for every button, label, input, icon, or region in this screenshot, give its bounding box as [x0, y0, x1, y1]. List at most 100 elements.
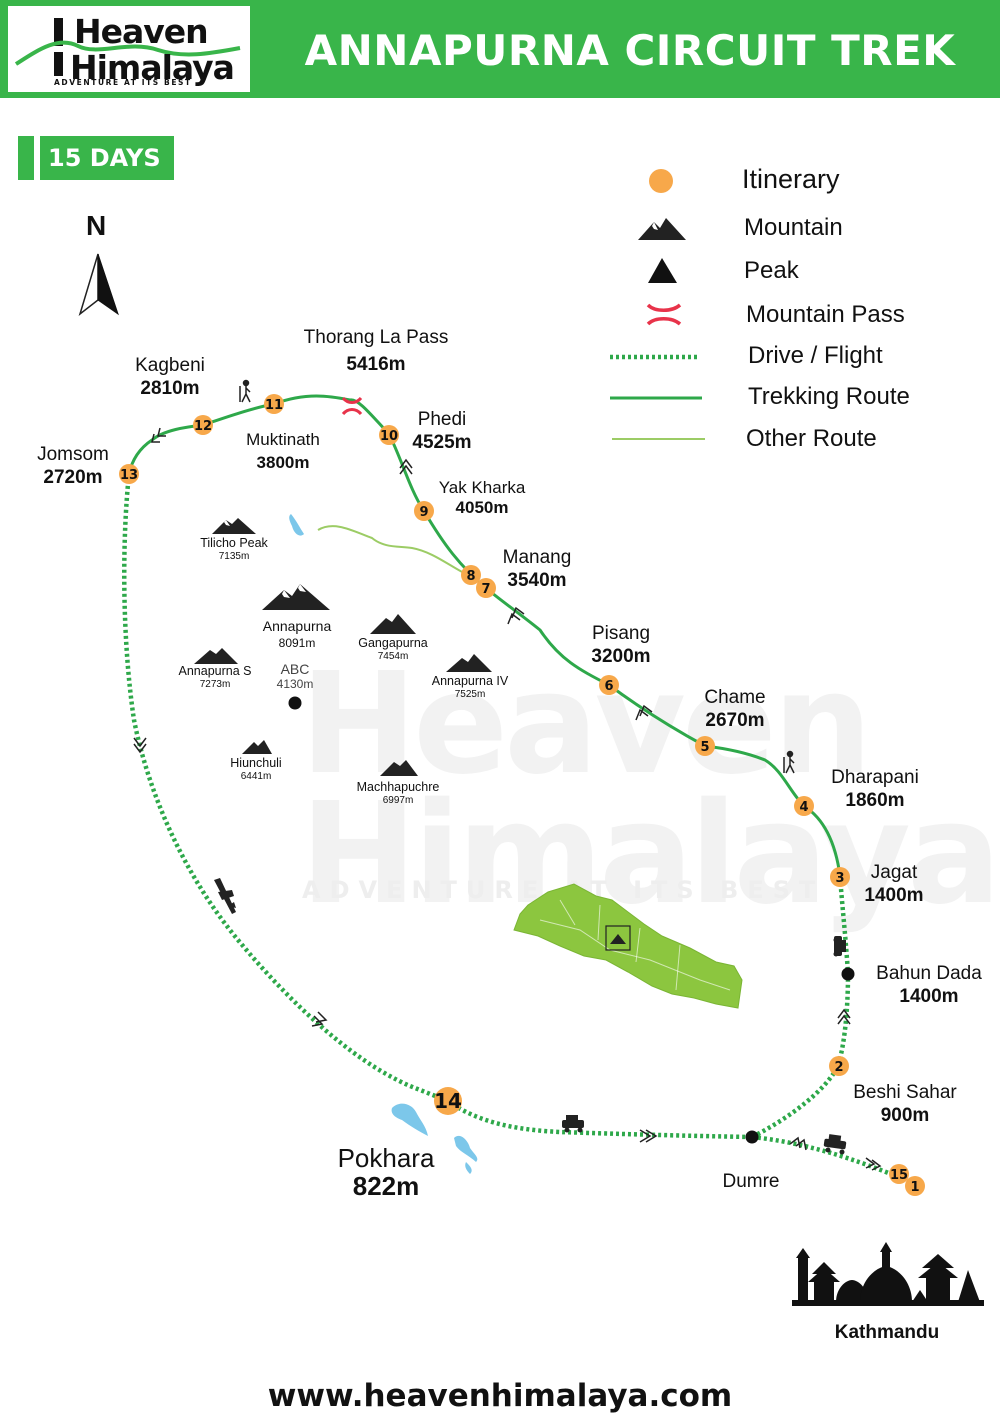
itinerary-dot-icon — [794, 796, 814, 816]
compass-north-label: N — [86, 210, 107, 241]
itinerary-stop-6: 6 — [599, 675, 619, 695]
tilicho-lake-icon — [289, 514, 304, 536]
legend-label-mountain-pass: Mountain Pass — [746, 301, 905, 328]
itinerary-stop-label: 13 — [120, 468, 138, 483]
itinerary-dot-icon — [461, 565, 481, 585]
itinerary-stop-3: 3 — [830, 867, 850, 887]
itinerary-stop-2: 2 — [829, 1056, 849, 1076]
itinerary-stop-label: 3 — [835, 871, 844, 886]
itinerary-stop-1: 1 — [905, 1176, 925, 1196]
legend-label-other-route: Other Route — [746, 425, 877, 452]
itinerary-stop-label: 11 — [265, 398, 283, 413]
bahundada-dot — [841, 967, 855, 981]
mountain-icons — [194, 518, 492, 776]
itinerary-dot-icon — [830, 867, 850, 887]
jeep-icon-dumre-kathmandu — [823, 1134, 847, 1155]
place-dumre: Dumre — [722, 1171, 780, 1192]
itinerary-stop-label: 6 — [604, 679, 613, 694]
logo-line1: Heaven — [74, 12, 209, 51]
begnas-lake-icon — [454, 1135, 478, 1162]
days-badge-tab — [18, 136, 34, 180]
itinerary-stop-15: 15 — [889, 1164, 909, 1184]
itinerary-stop-9: 9 — [414, 501, 434, 521]
itinerary-dot-icon — [829, 1056, 849, 1076]
logo-tagline: ADVENTURE AT ITS BEST — [54, 78, 192, 87]
mountain-icon-tilicho — [212, 518, 256, 534]
airplane-icon — [214, 878, 236, 914]
trekker-icon-dharapani — [783, 750, 795, 774]
mountain-icon-gangapurna — [370, 614, 416, 634]
nepal-map-icon — [513, 883, 743, 1009]
itinerary-stop-11: 11 — [264, 394, 284, 414]
abc-dot — [288, 696, 302, 710]
itinerary-stop-label: 9 — [419, 505, 428, 520]
itinerary-dot-icon — [695, 736, 715, 756]
other-route-line — [317, 525, 471, 577]
legend-mountain-pass-icon — [646, 303, 682, 326]
itinerary-stop-10: 10 — [379, 425, 399, 445]
itinerary-stop-label: 15 — [890, 1168, 908, 1183]
phewa-lake-icon — [391, 1103, 428, 1136]
days-badge: 15 DAYS — [40, 136, 174, 180]
mountain-icon-annapurna — [262, 584, 330, 610]
page-title: ANNAPURNA CIRCUIT TREK — [304, 26, 956, 75]
drive-route-dumre-beshisahar — [750, 875, 851, 1140]
website-url[interactable]: www.heavenhimalaya.com — [267, 1378, 733, 1414]
itinerary-stop-label: 2 — [834, 1060, 843, 1075]
trekker-icon — [239, 379, 251, 403]
itinerary-stop-label: 4 — [799, 800, 808, 815]
itinerary-dot-icon — [434, 1087, 462, 1115]
itinerary-dot-icon — [414, 501, 434, 521]
direction-arrows — [133, 427, 882, 1171]
place-kathmandu: Kathmandu — [834, 1322, 940, 1343]
itinerary-stop-13: 13 — [119, 464, 139, 484]
legend-mountain-icon — [638, 218, 686, 240]
itinerary-dot-icon — [476, 578, 496, 598]
itinerary-stop-label: 12 — [194, 419, 212, 434]
itinerary-stop-12: 12 — [193, 415, 213, 435]
itinerary-stop-label: 7 — [481, 582, 490, 597]
itinerary-stop-8: 8 — [461, 565, 481, 585]
itinerary-stop-label: 5 — [700, 740, 709, 755]
dumre-dot — [745, 1130, 759, 1144]
thorang-la-pass-icon — [341, 396, 363, 416]
legend-peak-icon — [648, 258, 677, 283]
itinerary-stop-label: 1 — [910, 1180, 919, 1195]
itinerary-stop-4: 4 — [794, 796, 814, 816]
annapurna-region-marker — [605, 925, 631, 951]
mountain-icon-hiunchuli — [242, 740, 272, 754]
heaven-himalaya-logo: Heaven Himalaya ADVENTURE AT ITS BEST — [8, 6, 250, 92]
legend-label-itinerary: Itinerary — [742, 164, 840, 194]
logo-line2: Himalaya — [70, 48, 235, 87]
itinerary-stop-7: 7 — [476, 578, 496, 598]
itinerary-dot-icon — [264, 394, 284, 414]
drive-route-pokhara-dumre — [446, 1099, 753, 1140]
itinerary-stop-14: 14 — [434, 1087, 462, 1115]
legend-label-trekking-route: Trekking Route — [748, 383, 910, 410]
drive-flight-route-west — [122, 473, 449, 1104]
itinerary-stop-label: 14 — [434, 1089, 462, 1113]
mountain-icon-annapurna-s — [194, 648, 238, 664]
logo-mountain-icon — [14, 40, 241, 66]
kathmandu-skyline-icon — [792, 1242, 984, 1306]
itinerary-dot-icon — [193, 415, 213, 435]
legend-itinerary-dot-icon — [649, 169, 673, 193]
legend-label-mountain: Mountain — [744, 214, 843, 241]
